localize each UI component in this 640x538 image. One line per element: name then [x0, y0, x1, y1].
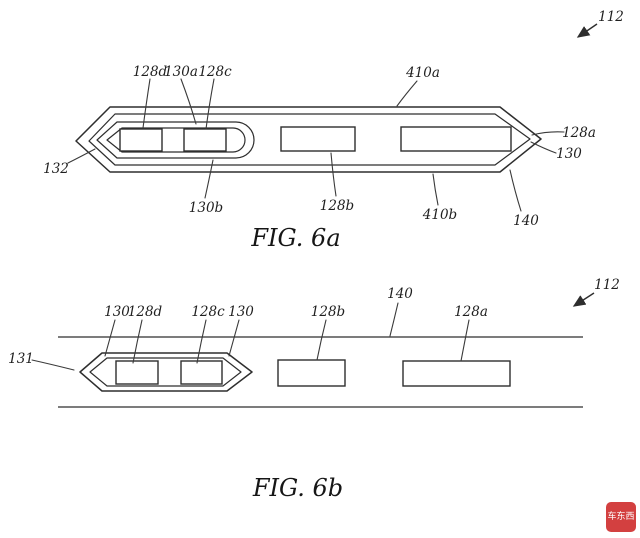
ref-label-140: 140: [513, 213, 539, 229]
fig6b-component-128c: [180, 360, 223, 385]
leader-line-130-right: [228, 319, 240, 357]
leader-line-128d: [132, 319, 143, 364]
leader-line-128c: [196, 319, 207, 364]
ref-label-112: 112: [594, 277, 620, 293]
ref-label-130-right: 130: [228, 304, 254, 320]
fig6b-ref-arrow-112: [572, 292, 595, 307]
leader-line-130a: [180, 78, 197, 125]
ref-label-128a: 128a: [562, 125, 596, 141]
ref-label-130: 130: [556, 146, 582, 162]
leader-line-132: [67, 148, 96, 164]
leader-line-140: [389, 302, 399, 337]
ref-label-128c: 128c: [191, 304, 225, 320]
fig6a-component-128d: [119, 128, 163, 152]
fig6b-capsule-outer-outline: [79, 352, 253, 392]
leader-line-128c: [205, 78, 215, 130]
ref-label-128b: 128b: [320, 198, 354, 214]
fig6a-body-inner-outline: [88, 113, 531, 166]
fig6b-drawing: 112 131 130 128d 128c 130 128b 140 128a …: [8, 277, 620, 502]
leader-line-130-left: [104, 319, 116, 357]
ref-label-112: 112: [598, 9, 624, 25]
ref-label-140: 140: [387, 286, 413, 302]
fig6a-drawing: 112 128d 130a 128c 410a 128a 130 132 130…: [43, 9, 624, 252]
fig6a-capsule-outer-outline: [96, 121, 255, 159]
leader-line-128a: [531, 131, 565, 136]
watermark-logo: 车东西: [606, 502, 636, 532]
fig6a-body-outer-outline: [75, 106, 542, 173]
fig6a-ref-arrow-112: [576, 23, 598, 38]
leader-line-128b: [316, 319, 327, 361]
ref-label-128d: 128d: [133, 64, 168, 80]
leader-line-130: [530, 141, 557, 154]
ref-label-128d: 128d: [128, 304, 163, 320]
fig6a-capsule-inner-outline: [106, 127, 246, 153]
fig6a-component-128c: [183, 128, 227, 152]
fig6b-component-128a: [402, 360, 511, 387]
fig6b-capsule-inner-outline: [89, 357, 242, 387]
leader-line-410a: [396, 80, 418, 107]
ref-label-132: 132: [43, 161, 69, 177]
leader-line-131: [31, 359, 75, 371]
ref-label-131: 131: [8, 351, 34, 367]
fig6a-component-128a: [400, 126, 512, 152]
fig6b-component-128b: [277, 359, 346, 387]
leader-line-130b: [204, 159, 214, 199]
ref-label-128a: 128a: [454, 304, 488, 320]
leader-line-140: [509, 169, 522, 212]
ref-label-128b: 128b: [311, 304, 345, 320]
leader-line-128a: [460, 319, 470, 362]
ref-label-410a: 410a: [405, 65, 440, 81]
leader-line-410b: [432, 173, 439, 206]
ref-label-130b: 130b: [189, 200, 223, 216]
ref-label-410b: 410b: [422, 207, 457, 223]
ref-label-128c: 128c: [198, 64, 232, 80]
leader-line-128d: [142, 78, 151, 129]
leader-line-128b: [330, 152, 337, 197]
fig6a-component-128b: [280, 126, 356, 152]
fig6b-caption: FIG. 6b: [252, 474, 343, 502]
ref-label-130a: 130a: [164, 64, 198, 80]
ref-label-130-left: 130: [104, 304, 130, 320]
fig6b-component-128d: [115, 360, 159, 385]
fig6a-caption: FIG. 6a: [250, 224, 340, 252]
